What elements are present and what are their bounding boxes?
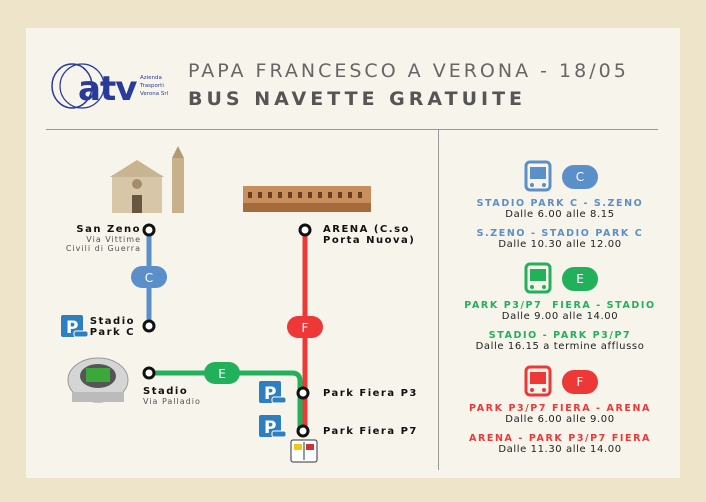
- svg-text:E: E: [218, 367, 226, 381]
- parking-icon: P: [259, 415, 287, 438]
- stop-stadio: [142, 366, 156, 380]
- stop-park-fiera-p7: [296, 424, 310, 438]
- line-c-badge: [131, 266, 167, 288]
- stop-park-fiera-p3: [296, 386, 310, 400]
- parking-icon: P: [61, 315, 89, 338]
- arena-amphitheater-icon: [243, 186, 371, 212]
- line-f-badge: [287, 316, 323, 338]
- bus-icon: [524, 262, 552, 294]
- line-badge: F: [562, 370, 598, 394]
- route-time: Dalle 10.30 alle 12.00: [498, 239, 622, 250]
- logo-line: Verona Srl: [140, 91, 169, 97]
- logo-line: Trasporti: [140, 83, 164, 89]
- san-zeno-church-icon: [110, 146, 184, 213]
- schedule-line-c: C STADIO PARK C - S.ZENO Dalle 6.00 alle…: [440, 160, 680, 250]
- poster-card: [26, 28, 680, 478]
- stadium-icon: [67, 357, 129, 403]
- atv-logo: atv Azienda Trasporti Verona Srl: [48, 60, 188, 112]
- divider: [438, 130, 439, 470]
- stop-arena: [298, 223, 312, 237]
- schedule-line-f: F PARK P3/P7 FIERA - ARENA Dalle 6.00 al…: [440, 365, 680, 455]
- fiera-flags-icon: [290, 439, 318, 463]
- stop-label-p7: Park Fiera P7: [323, 426, 418, 437]
- logo-text: atv: [78, 69, 137, 109]
- page-subtitle: BUS NAVETTE GRATUITE: [188, 88, 527, 110]
- route-time: Dalle 6.00 alle 9.00: [505, 414, 615, 425]
- svg-text:F: F: [302, 321, 309, 335]
- line-badge: E: [562, 267, 598, 291]
- bus-icon: [524, 365, 552, 397]
- bus-icon: [524, 160, 552, 192]
- route-time: Dalle 16.15 a termine afflusso: [475, 341, 645, 352]
- stop-san-zeno: [142, 223, 156, 237]
- route-name: ARENA - PARK P3/P7 FIERA: [469, 433, 651, 444]
- stop-nodes: [142, 223, 312, 438]
- route-name: S.ZENO - STADIO PARK C: [476, 228, 644, 239]
- stop-stadio-park-c: [142, 319, 156, 333]
- route-time: Dalle 9.00 alle 14.00: [501, 311, 619, 322]
- stop-label-p3: Park Fiera P3: [323, 388, 418, 399]
- route-name: PARK P3/P7 FIERA - STADIO: [464, 300, 656, 311]
- line-e: [149, 370, 303, 431]
- stop-label-san-zeno: San Zeno Via Vittime Civili di Guerra: [65, 224, 141, 253]
- line-badge: C: [562, 165, 598, 189]
- parking-icon: P: [259, 381, 287, 404]
- schedule-line-e: E PARK P3/P7 FIERA - STADIO Dalle 9.00 a…: [440, 262, 680, 352]
- divider: [46, 129, 658, 130]
- page-title: PAPA FRANCESCO A VERONA - 18/05: [188, 60, 629, 82]
- route-name: PARK P3/P7 FIERA - ARENA: [469, 403, 651, 414]
- route-time: Dalle 6.00 alle 8.15: [505, 209, 615, 220]
- line-e-badge: [204, 362, 240, 384]
- logo-line: Azienda: [140, 75, 162, 81]
- route-time: Dalle 11.30 alle 14.00: [498, 444, 622, 455]
- route-name: STADIO - PARK P3/P7: [488, 330, 632, 341]
- route-name: STADIO PARK C - S.ZENO: [476, 198, 644, 209]
- route-map: C E F P P P: [61, 146, 371, 463]
- svg-text:C: C: [145, 271, 153, 285]
